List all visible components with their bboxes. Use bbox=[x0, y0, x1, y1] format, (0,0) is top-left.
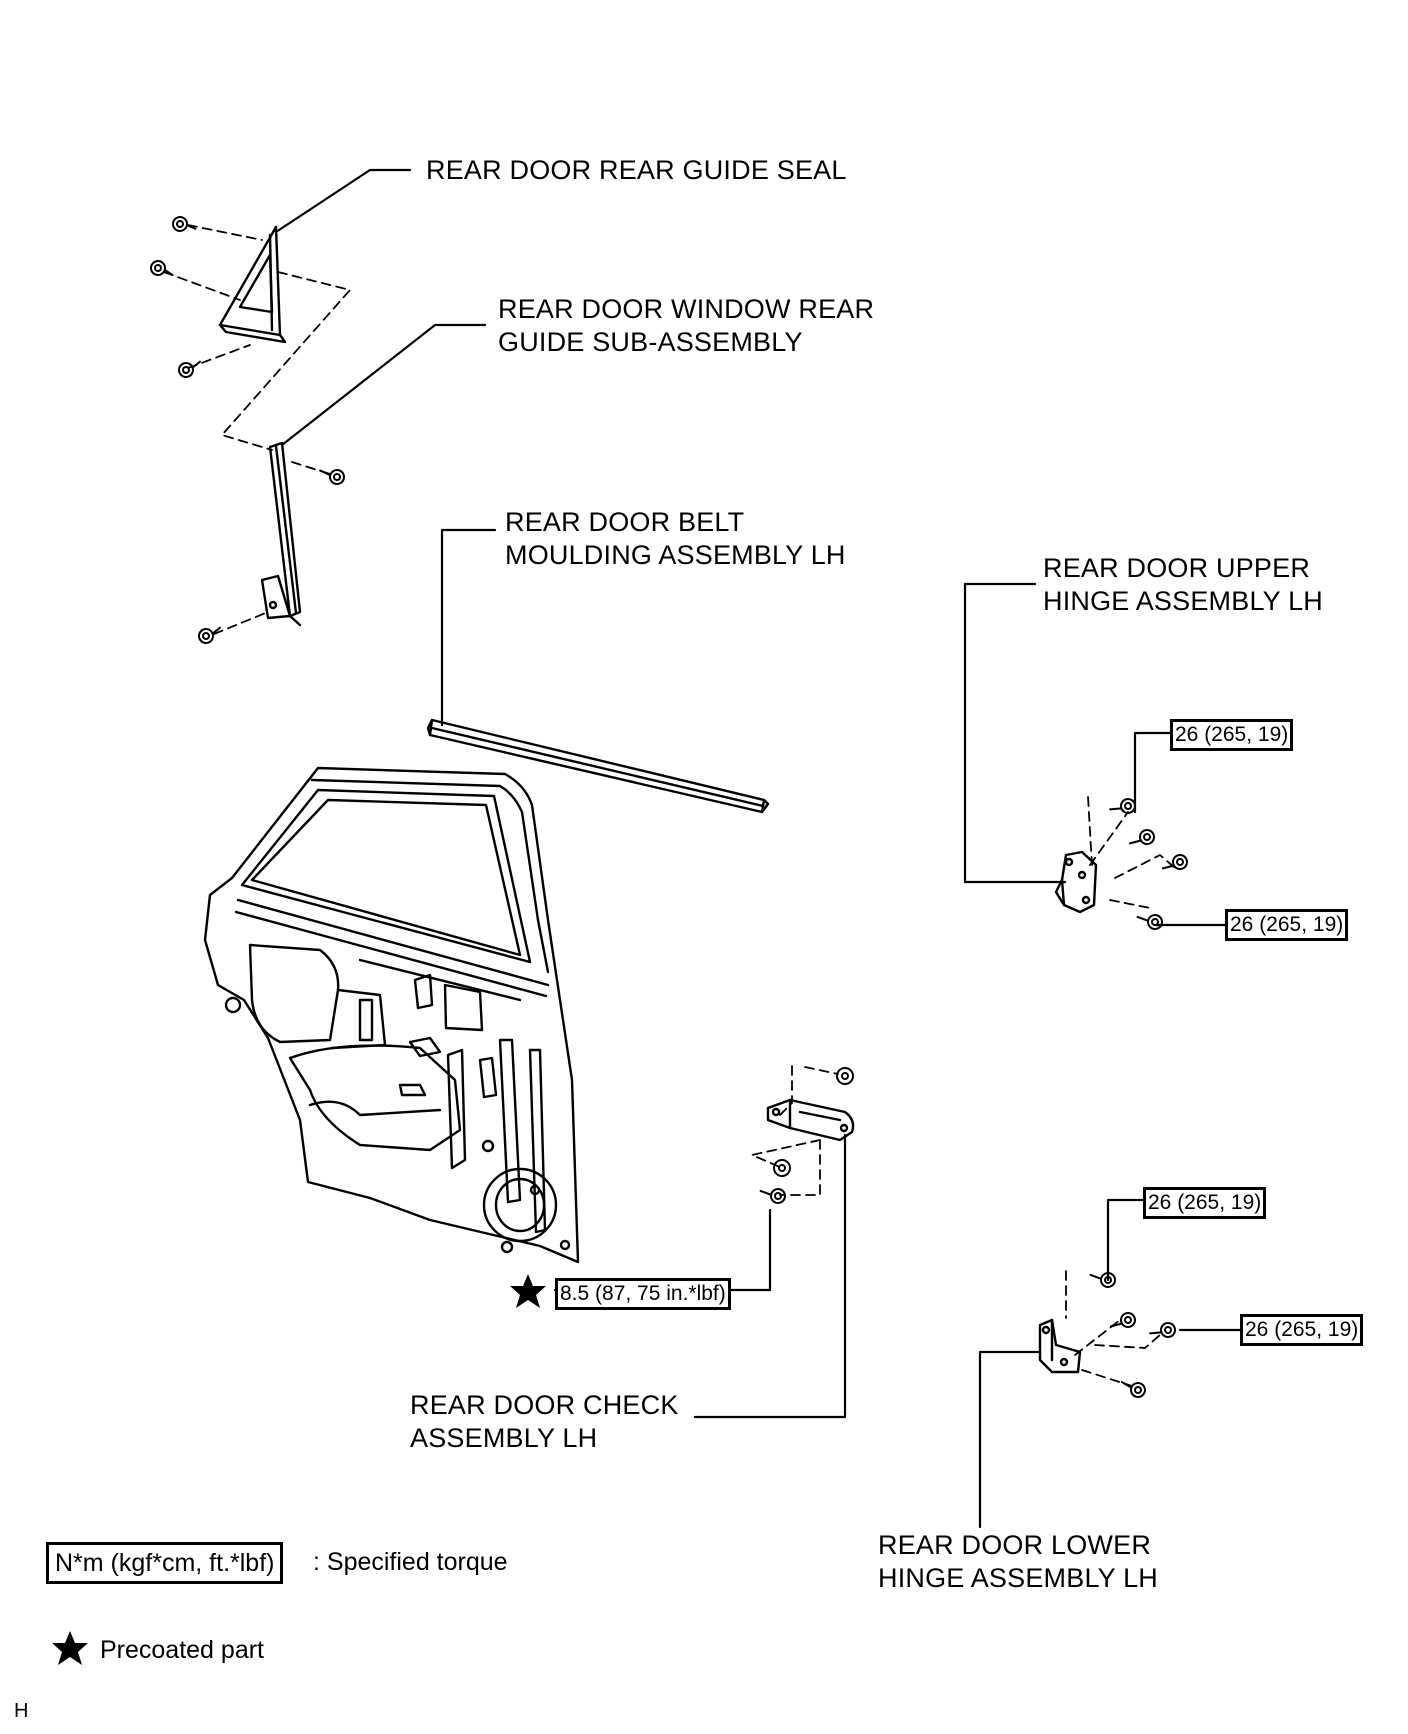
bolt-icon bbox=[178, 360, 202, 378]
lower-hinge bbox=[1038, 1318, 1082, 1374]
bolt-icon bbox=[150, 260, 174, 277]
torque-lower-hinge-side: 26 (265, 19) bbox=[1240, 1314, 1364, 1346]
nut-icon bbox=[836, 1067, 854, 1085]
star-icon bbox=[52, 1631, 88, 1665]
bolt-icon bbox=[1149, 1322, 1176, 1338]
bolt-icon bbox=[198, 626, 222, 644]
bolt-icon bbox=[319, 469, 345, 485]
bolt-icon bbox=[1089, 1272, 1116, 1288]
bolt-icon bbox=[1136, 914, 1163, 930]
upper-hinge bbox=[1054, 850, 1098, 914]
legend-torque-desc: : Specified torque bbox=[313, 1548, 508, 1576]
bolt-icon bbox=[1109, 1312, 1136, 1328]
rear-door-panel bbox=[203, 766, 580, 1264]
bolt-icon bbox=[1120, 1380, 1146, 1398]
label-lower-hinge-line1: REAR DOOR LOWER bbox=[878, 1530, 1152, 1560]
label-check-assembly-line2: ASSEMBLY LH bbox=[410, 1423, 598, 1453]
label-upper-hinge-line1: REAR DOOR UPPER bbox=[1043, 553, 1311, 583]
legend-torque-box: N*m (kgf*cm, ft.*lbf) bbox=[46, 1542, 284, 1584]
bolt-icon bbox=[1128, 829, 1155, 845]
torque-check-bolt: 8.5 (87, 75 in.*lbf) bbox=[555, 1278, 731, 1310]
corner-mark: H bbox=[14, 1700, 29, 1722]
label-belt-moulding-line2: MOULDING ASSEMBLY LH bbox=[505, 540, 846, 570]
rear-guide-seal bbox=[218, 225, 287, 344]
label-lower-hinge-line2: HINGE ASSEMBLY LH bbox=[878, 1563, 1159, 1593]
bolt-icon bbox=[759, 1188, 786, 1204]
label-rear-guide-seal: REAR DOOR REAR GUIDE SEAL bbox=[426, 155, 847, 185]
assembly-dashed-lines bbox=[163, 224, 1176, 1387]
nut-icon bbox=[773, 1159, 791, 1177]
torque-upper-hinge-bottom: 26 (265, 19) bbox=[1225, 909, 1349, 941]
legend-precoat-desc: Precoated part bbox=[100, 1636, 264, 1664]
rear-door-check bbox=[766, 1098, 855, 1142]
label-window-rear-guide-line2: GUIDE SUB-ASSEMBLY bbox=[498, 327, 803, 357]
leader-lines bbox=[274, 168, 1247, 1529]
belt-moulding bbox=[426, 718, 770, 814]
fasteners bbox=[150, 216, 1188, 1398]
bolt-icon bbox=[1109, 798, 1136, 814]
label-window-rear-guide-line1: REAR DOOR WINDOW REAR bbox=[498, 294, 875, 324]
bolt-icon bbox=[1161, 854, 1188, 870]
label-check-assembly-line1: REAR DOOR CHECK bbox=[410, 1390, 679, 1420]
star-icon bbox=[510, 1274, 546, 1308]
label-upper-hinge-line2: HINGE ASSEMBLY LH bbox=[1043, 586, 1324, 616]
bolt-icon bbox=[172, 216, 197, 232]
torque-lower-hinge-top: 26 (265, 19) bbox=[1143, 1187, 1267, 1219]
label-belt-moulding-line1: REAR DOOR BELT bbox=[505, 507, 745, 537]
torque-upper-hinge-top: 26 (265, 19) bbox=[1170, 719, 1294, 751]
window-rear-guide bbox=[260, 441, 302, 627]
